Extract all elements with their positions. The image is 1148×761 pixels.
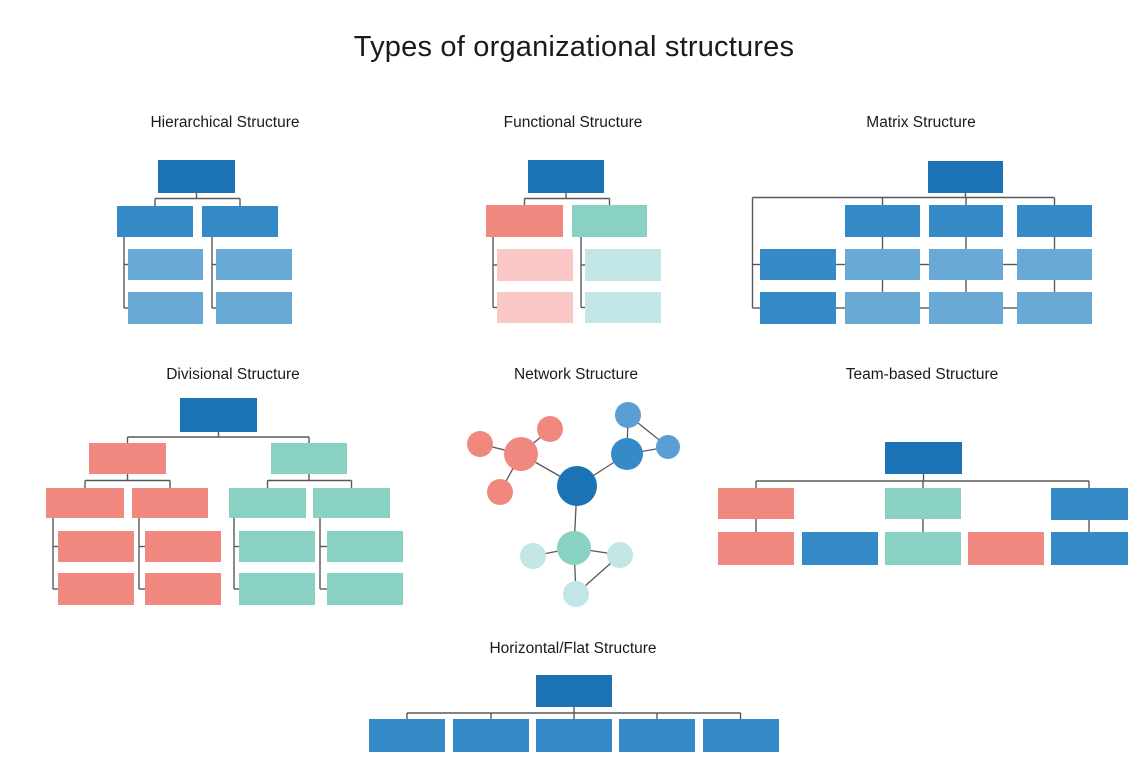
org-box <box>1017 292 1092 324</box>
org-box <box>928 161 1003 193</box>
org-box <box>845 249 920 280</box>
page-title: Types of organizational structures <box>353 31 795 63</box>
org-box <box>572 205 647 237</box>
org-box <box>845 292 920 324</box>
org-box <box>158 160 235 193</box>
org-box <box>760 292 836 324</box>
org-box <box>453 719 529 752</box>
org-box <box>885 532 961 565</box>
org-box <box>497 249 573 281</box>
network-node <box>557 466 597 506</box>
org-box <box>885 442 962 474</box>
org-box <box>718 488 794 519</box>
network-node <box>504 437 538 471</box>
panel-label-team-based: Team-based Structure <box>845 366 999 383</box>
org-box <box>145 573 221 605</box>
org-box <box>369 719 445 752</box>
org-box <box>180 398 257 432</box>
org-box <box>929 205 1003 237</box>
org-box <box>313 488 390 518</box>
org-box <box>528 160 604 193</box>
panel-matrix <box>751 161 1092 324</box>
org-box <box>802 532 878 565</box>
org-box <box>929 249 1003 280</box>
org-box <box>145 531 221 562</box>
org-box <box>327 573 403 605</box>
org-box <box>271 443 347 474</box>
org-box <box>239 573 315 605</box>
panel-label-functional: Functional Structure <box>503 114 643 131</box>
network-node <box>656 435 680 459</box>
org-box <box>585 292 661 323</box>
org-box <box>46 488 124 518</box>
network-node <box>557 531 591 565</box>
panel-team-based <box>718 442 1128 565</box>
org-box <box>1051 488 1128 520</box>
org-box <box>929 292 1003 324</box>
org-box <box>89 443 166 474</box>
network-node <box>607 542 633 568</box>
panel-network <box>467 402 680 607</box>
org-box <box>1017 249 1092 280</box>
org-box <box>58 531 134 562</box>
org-box <box>229 488 306 518</box>
org-box <box>239 531 315 562</box>
network-node <box>467 431 493 457</box>
network-node <box>520 543 546 569</box>
org-box <box>128 292 203 324</box>
org-box <box>486 205 563 237</box>
org-box <box>885 488 961 519</box>
org-box <box>968 532 1044 565</box>
network-node <box>611 438 643 470</box>
org-box <box>497 292 573 323</box>
org-box <box>202 206 278 237</box>
org-box <box>216 292 292 324</box>
org-box <box>536 719 612 752</box>
network-node <box>563 581 589 607</box>
panel-functional <box>486 160 661 323</box>
org-box <box>58 573 134 605</box>
org-box <box>132 488 208 518</box>
panel-label-network: Network Structure <box>513 366 639 383</box>
org-box <box>1051 532 1128 565</box>
panel-label-hierarchical: Hierarchical Structure <box>150 114 300 131</box>
panel-label-horizontal-flat: Horizontal/Flat Structure <box>489 640 657 657</box>
panel-divisional <box>46 398 403 605</box>
org-box <box>536 675 612 707</box>
org-box <box>703 719 779 752</box>
network-node <box>537 416 563 442</box>
org-box <box>128 249 203 280</box>
network-node <box>487 479 513 505</box>
org-box <box>585 249 661 281</box>
org-box <box>760 249 836 280</box>
panel-label-matrix: Matrix Structure <box>866 114 976 131</box>
org-box <box>1017 205 1092 237</box>
org-box <box>216 249 292 280</box>
panel-horizontal-flat <box>369 675 779 752</box>
org-box <box>718 532 794 565</box>
org-box <box>117 206 193 237</box>
panel-label-divisional: Divisional Structure <box>166 366 300 383</box>
org-box <box>845 205 920 237</box>
org-box <box>327 531 403 562</box>
panel-hierarchical <box>117 160 292 324</box>
org-box <box>619 719 695 752</box>
network-node <box>615 402 641 428</box>
